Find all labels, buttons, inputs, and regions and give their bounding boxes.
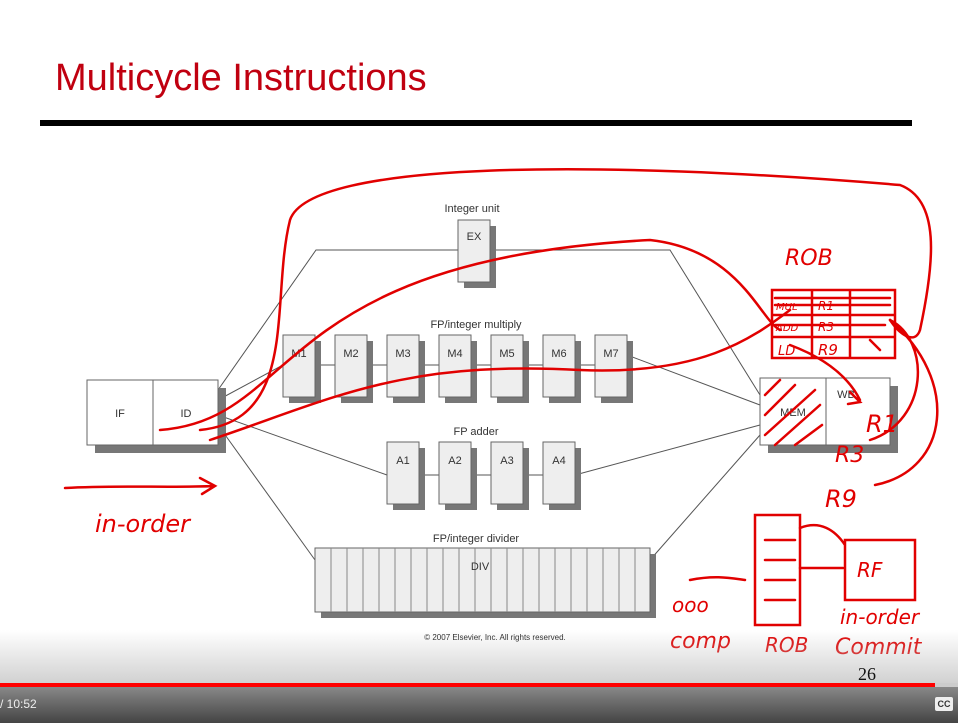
progress-fill: [0, 683, 935, 687]
pipeline-connectors: [217, 249, 761, 561]
adder-stage-box: [542, 441, 576, 505]
adder-unit-label: FP adder: [453, 426, 498, 438]
in-order-note: in-order: [95, 510, 192, 538]
rob-row-2-op: ADD: [775, 323, 799, 334]
integer-unit-label: Integer unit: [444, 203, 499, 215]
multiply-stage-box: [386, 334, 420, 398]
adder-stage-label: A4: [552, 455, 565, 467]
div-stage: DIV: [471, 561, 490, 573]
time-display: / 10:52: [0, 697, 37, 711]
multiply-stage-box: [542, 334, 576, 398]
in-order-commit-note: in-order: [840, 605, 921, 629]
commit-note: Commit: [835, 635, 923, 660]
multiply-unit-label: FP/integer multiply: [430, 319, 522, 331]
title-rule: [40, 120, 912, 126]
ex-stage: EX: [467, 231, 482, 243]
rob-label: ROB: [785, 246, 833, 271]
multiply-stage-box: [594, 334, 628, 398]
multiply-stage-label: M5: [499, 348, 514, 360]
multiply-stage-box: [490, 334, 524, 398]
multiply-stage-label: M7: [603, 348, 618, 360]
adder-stage-box: [386, 441, 420, 505]
mem-wb-block: [759, 377, 891, 446]
adder-stage-box: [490, 441, 524, 505]
slide-title: Multicycle Instructions: [55, 57, 427, 99]
adder-stage-label: A1: [396, 455, 409, 467]
multiply-stage-label: M6: [551, 348, 566, 360]
divider-unit-label: FP/integer divider: [433, 533, 520, 545]
ooo-note: ooo: [672, 593, 709, 617]
rob-row-3-reg: R9: [818, 341, 838, 359]
rob2-note: ROB: [765, 633, 808, 657]
copyright: © 2007 Elsevier, Inc. All rights reserve…: [424, 633, 566, 642]
multiply-stage-label: M3: [395, 348, 410, 360]
rob-row-1-reg: R1: [818, 299, 834, 313]
progress-bar[interactable]: [0, 683, 958, 687]
ex-stage-box: [457, 219, 491, 283]
multiply-stage-label: M4: [447, 348, 462, 360]
comp-note: comp: [670, 629, 731, 654]
adder-stage-label: A2: [448, 455, 461, 467]
player-controls: / 10:52 CC: [0, 687, 958, 723]
multiply-stage-label: M2: [343, 348, 358, 360]
r9-note: R9: [825, 485, 857, 513]
rf-note: RF: [857, 558, 883, 582]
multiply-stage-box: [282, 334, 316, 398]
adder-stage-label: A3: [500, 455, 513, 467]
multiply-stage-label: M1: [291, 348, 306, 360]
multiply-stage-box: [334, 334, 368, 398]
adder-stage-box: [438, 441, 472, 505]
captions-button[interactable]: CC: [935, 697, 953, 711]
page-number: 26: [858, 664, 876, 684]
multiply-stage-box: [438, 334, 472, 398]
id-stage: ID: [181, 408, 192, 420]
rob-row-2-reg: R3: [818, 320, 834, 334]
rob-row-1-op: MUL: [776, 302, 798, 313]
rob-row-3-op: LD: [778, 344, 795, 359]
if-stage: IF: [115, 408, 125, 420]
r1-note: R1: [866, 410, 898, 438]
div-stage-box: [314, 547, 651, 613]
r3-note: R3: [835, 443, 864, 468]
